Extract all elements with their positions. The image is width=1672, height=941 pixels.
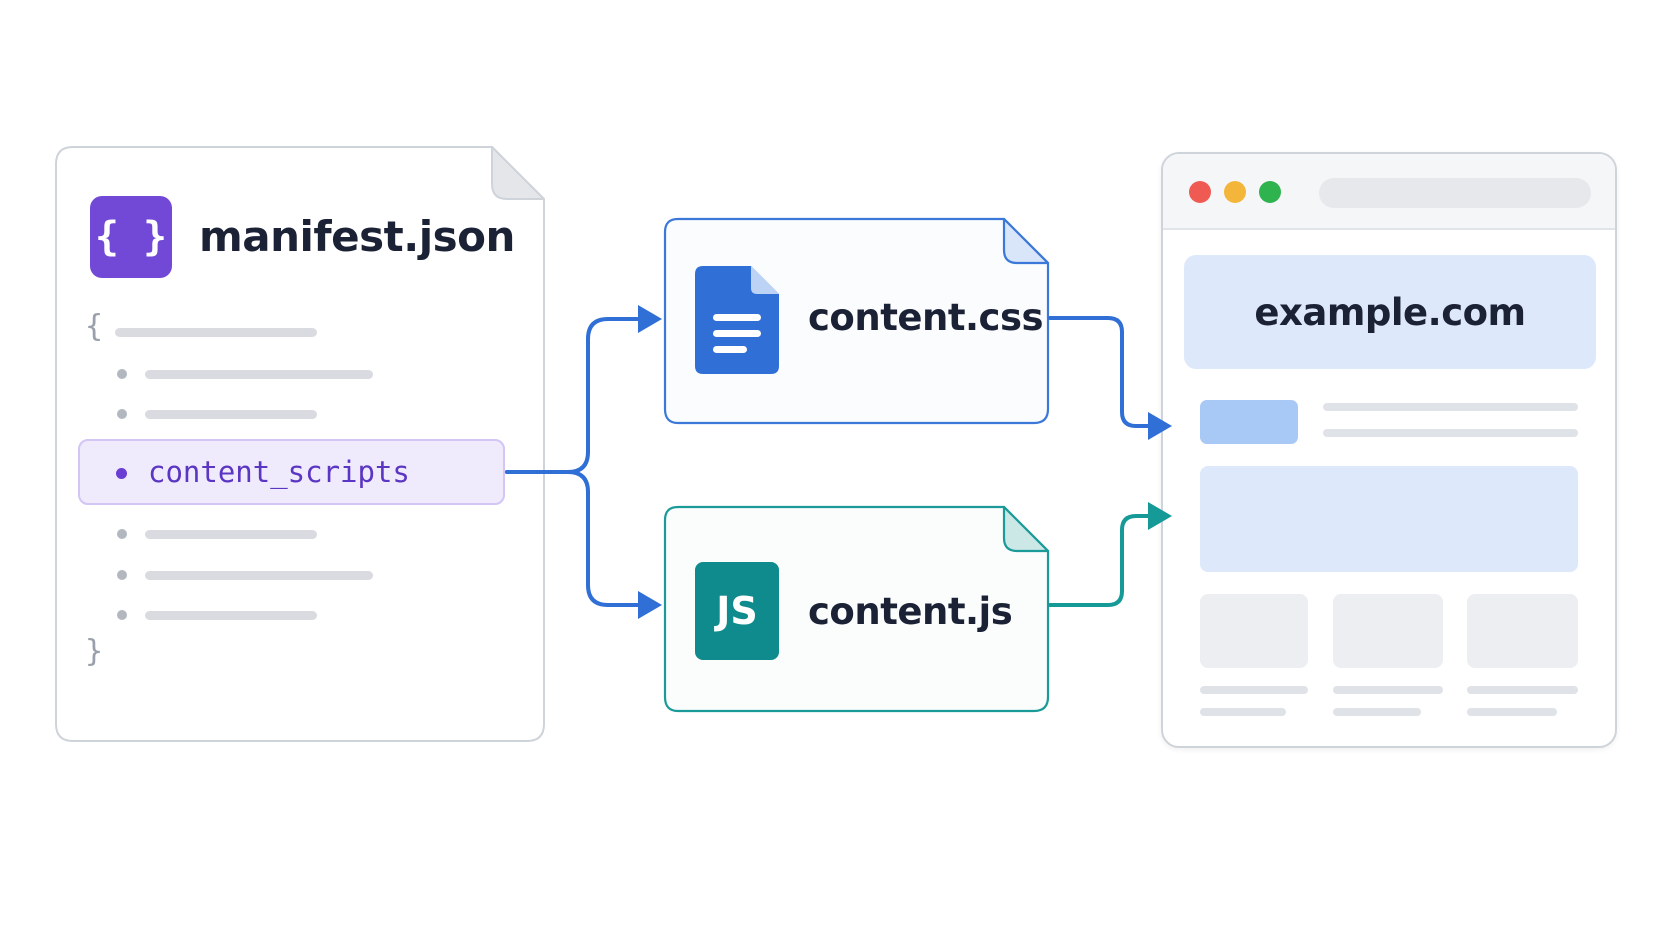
content-css-file: content.css [663, 217, 1050, 425]
bullet-dot [117, 570, 127, 580]
content-scripts-entry[interactable]: content_scripts [78, 439, 505, 505]
content-scripts-key: content_scripts [148, 455, 410, 489]
site-domain: example.com [1254, 290, 1526, 334]
arrowhead-js [638, 591, 662, 619]
js-to-browser-connector [1048, 514, 1152, 607]
bullet-dot [117, 610, 127, 620]
maximize-dot-icon [1259, 181, 1281, 203]
arrowhead-css [638, 305, 662, 333]
bullet-dot [117, 369, 127, 379]
close-brace: } [85, 634, 104, 669]
code-line-placeholder [115, 328, 317, 337]
code-line-placeholder [145, 370, 373, 379]
page-hero: example.com [1184, 255, 1596, 369]
address-bar[interactable] [1319, 178, 1591, 208]
open-brace: { [85, 309, 104, 344]
browser-titlebar [1163, 154, 1615, 230]
bullet-dot [116, 468, 127, 479]
code-line-placeholder [145, 611, 317, 620]
minimize-dot-icon [1224, 181, 1246, 203]
content-block-placeholder [1200, 466, 1578, 572]
bullet-dot [117, 529, 127, 539]
bullet-dot [117, 409, 127, 419]
code-line-placeholder [145, 410, 317, 419]
text-line-placeholder [1333, 708, 1421, 716]
text-line-placeholder [1333, 686, 1443, 694]
text-line-placeholder [1323, 403, 1578, 411]
button-placeholder [1200, 400, 1298, 444]
manifest-title: manifest.json [199, 212, 515, 261]
javascript-icon: JS [695, 562, 779, 660]
content-js-file: JS content.js [663, 505, 1050, 713]
text-line-placeholder [1467, 686, 1578, 694]
document-icon [695, 266, 779, 374]
text-line-placeholder [1200, 708, 1286, 716]
css-to-browser-connector [1048, 316, 1152, 428]
js-card-shape [663, 505, 1050, 713]
browser-window: example.com [1161, 152, 1617, 748]
close-dot-icon [1189, 181, 1211, 203]
curly-braces-icon: { } [90, 196, 172, 278]
card-placeholder [1200, 594, 1308, 668]
text-line-placeholder [1200, 686, 1308, 694]
text-line-placeholder [1323, 429, 1578, 437]
card-placeholder [1467, 594, 1578, 668]
code-line-placeholder [145, 530, 317, 539]
css-file-title: content.css [808, 296, 1044, 339]
text-line-placeholder [1467, 708, 1557, 716]
code-line-placeholder [145, 571, 373, 580]
card-placeholder [1333, 594, 1443, 668]
js-file-title: content.js [808, 590, 1013, 633]
manifest-file: { } manifest.json { content_scripts } [55, 146, 545, 742]
